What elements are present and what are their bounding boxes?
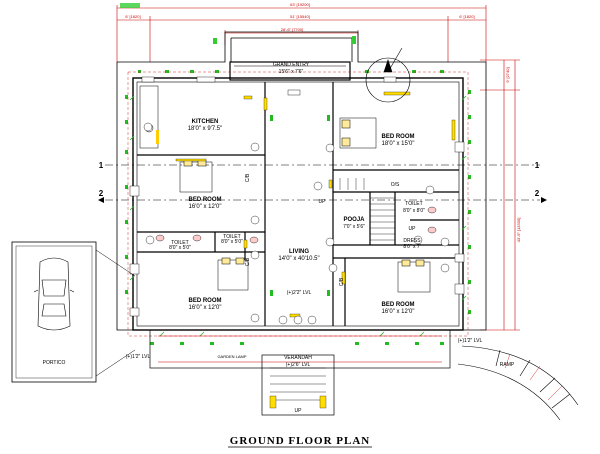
level-left: (+)1'2" LVL xyxy=(126,354,151,360)
right-dimension-lines xyxy=(480,59,520,331)
bedroom-sw-label: BED ROOM xyxy=(189,298,222,304)
toilet-w-label: TOILET xyxy=(171,240,188,246)
section-2-right: 2 xyxy=(535,189,540,198)
bedroom-ne-dim: 18'0" x 15'0" xyxy=(382,141,415,147)
toilet-fixtures xyxy=(155,206,437,244)
toilet-c-label: TOILET xyxy=(223,234,240,240)
grand-entry-walls xyxy=(229,61,351,81)
red-service-lines xyxy=(127,71,469,337)
toilet-e-label: TOILET xyxy=(405,201,422,207)
portico-label: PORTICO xyxy=(43,360,66,366)
grand-entry-label: GRAND ENTRY xyxy=(273,62,310,68)
portico xyxy=(11,241,136,383)
drawing-title: GROUND FLOOR PLAN xyxy=(230,435,370,447)
bed-se xyxy=(397,259,431,293)
dim-overall-width: 63' [19200] xyxy=(290,2,310,7)
up-label-3: UP xyxy=(295,408,303,414)
ramp-hatch xyxy=(504,353,563,401)
toilet-e-dim: 8'0" x 8'0" xyxy=(403,208,425,214)
garden-lamp-label: GARDEN LAMP xyxy=(217,354,246,359)
section-1-right: 1 xyxy=(535,161,540,170)
dim-right-offset: 6' [1820] xyxy=(459,14,474,19)
dress-dim: 8'0" x 7' xyxy=(403,244,420,250)
bedroom-w-dim: 16'0" x 12'0" xyxy=(189,204,222,210)
section-2-right-marker xyxy=(541,197,547,203)
dim-right-top: 9' [2740] xyxy=(505,67,510,82)
grand-entry-dim: 15'6" x 7'6" xyxy=(279,69,304,75)
bedroom-se-dim: 16'0" x 12'0" xyxy=(382,309,415,315)
section-lines xyxy=(105,164,540,201)
bed-sw xyxy=(217,257,249,291)
door-markers xyxy=(129,76,465,317)
bedroom-se-label: BED ROOM xyxy=(382,302,415,308)
door-tags xyxy=(143,122,450,325)
up-label-1: UP xyxy=(319,199,327,205)
green-wiring-ticks xyxy=(129,95,467,337)
north-arrow xyxy=(365,47,411,103)
dim-entry-width: 28'-6" [7700] xyxy=(281,27,303,32)
bedroom-sw-dim: 16'0" x 12'0" xyxy=(189,305,222,311)
up-label-2: UP xyxy=(409,226,417,232)
level-right: (+)1'2" LVL xyxy=(458,338,483,344)
kitchen-dim: 18'0" x 9'7.5" xyxy=(188,126,223,132)
dim-center-width: 51' [15540] xyxy=(290,14,310,19)
compound-wall xyxy=(116,31,487,331)
dim-left-offset: 6' [1820] xyxy=(125,14,140,19)
verandah-label: VERANDAH xyxy=(284,355,312,361)
living-level: (+)2'2" LVL xyxy=(287,290,312,296)
cb-label-3: C/B xyxy=(339,277,345,286)
section-1-left: 1 xyxy=(99,161,104,170)
bedroom-w-label: BED ROOM xyxy=(189,197,222,203)
interior-walls xyxy=(137,82,459,326)
os-label: O/S xyxy=(391,182,400,188)
windows xyxy=(175,91,456,318)
section-2-left-marker xyxy=(98,197,104,203)
staircase xyxy=(339,178,395,241)
toilet-w-dim: 8'0" x 5'0" xyxy=(169,245,191,251)
pooja-label: POOJA xyxy=(343,217,365,223)
kitchen-label: KITCHEN xyxy=(192,119,219,125)
top-dimension-lines xyxy=(116,5,487,62)
ramp-label: RAMP xyxy=(500,362,515,368)
pooja-dim: 7'0" x 5'6" xyxy=(343,224,365,230)
bed-ne xyxy=(339,117,377,149)
kitchen-counter xyxy=(139,85,159,149)
toilet-c-dim: 8'0" x 5'0" xyxy=(221,239,243,245)
living-label: LIVING xyxy=(289,249,309,255)
dress-label: DRESS xyxy=(403,238,421,244)
living-dim: 14'0" x 40'10.5" xyxy=(278,256,319,262)
verandah-level: (+)2'6" LVL xyxy=(286,362,311,368)
bedroom-ne-label: BED ROOM xyxy=(382,134,415,140)
green-markers xyxy=(125,70,471,345)
cb-label-1: C/B xyxy=(245,173,251,182)
ramp xyxy=(457,345,579,421)
car-icon xyxy=(33,257,75,331)
front-steps xyxy=(149,329,451,416)
section-2-left: 2 xyxy=(99,189,104,198)
cb-label-2: C/B xyxy=(245,257,251,266)
dim-right-total: 43'-9" [13330] xyxy=(516,218,521,243)
